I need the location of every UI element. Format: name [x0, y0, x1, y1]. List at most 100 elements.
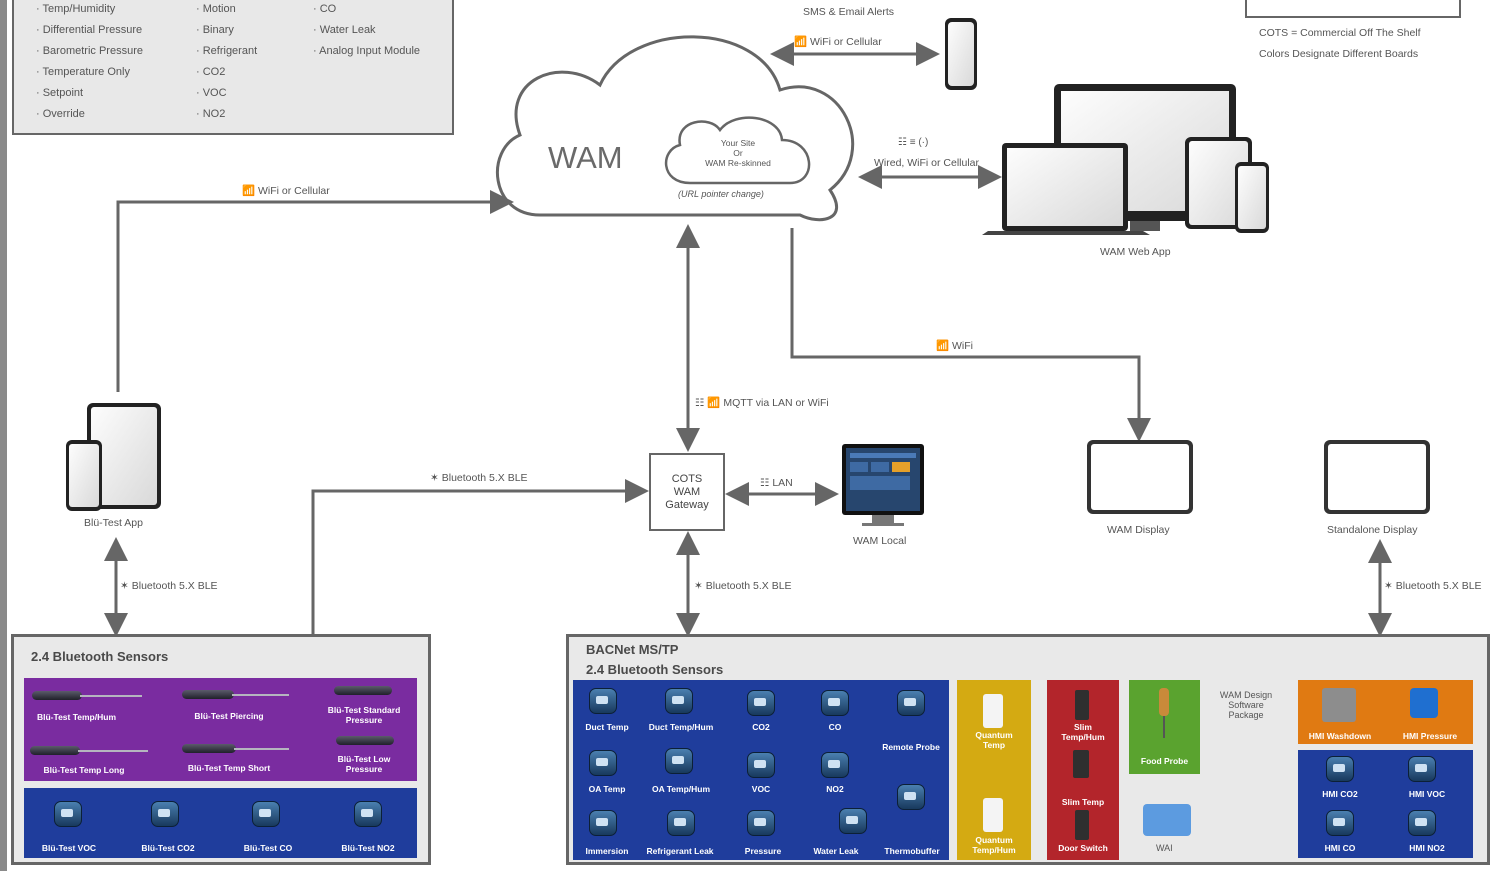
orange-hmi-board: HMI Washdown HMI Pressure — [1298, 680, 1473, 744]
door-switch-icon — [1075, 810, 1089, 840]
sensor-label: Quantum Temp — [975, 730, 1013, 750]
standalone-display-icon — [1324, 440, 1430, 514]
wifi-display-label: 📶 WiFi — [936, 340, 973, 352]
legend-item: · CO2 — [196, 66, 226, 78]
legend-item: · Refrigerant — [196, 45, 258, 57]
bacnet-title: BACNet MS/TP — [586, 642, 679, 657]
sensor-label: Thermobuffer — [884, 846, 940, 856]
hmi-pressure-icon — [1410, 688, 1438, 718]
blue-sensor-board: Blü-Test VOC Blü-Test CO2 Blü-Test CO Bl… — [24, 788, 417, 858]
sensor-label: HMI Washdown — [1308, 731, 1372, 741]
probe-icon — [334, 686, 392, 695]
wam-display-label: WAM Display — [1107, 524, 1170, 536]
sensor-icon — [589, 750, 617, 776]
mqtt-label: ☷ 📶 MQTT via LAN or WiFi — [695, 397, 829, 409]
sensor-icon — [1326, 756, 1354, 782]
sensor-icon — [667, 810, 695, 836]
wired-wifi-cellular-label: Wired, WiFi or Cellular — [874, 157, 980, 169]
sensor-icon — [897, 690, 925, 716]
wam-cloud-shape — [496, 35, 855, 222]
sensor-label: Blü-Test Standard Pressure — [327, 705, 401, 725]
sensor-icon — [1408, 756, 1436, 782]
sensor-icon — [747, 690, 775, 716]
sensor-label: Blü-Test Piercing — [194, 711, 264, 721]
sensor-label: CO — [828, 722, 842, 732]
sensor-label: HMI VOC — [1408, 789, 1446, 799]
blu-test-app-label: Blü-Test App — [84, 517, 143, 529]
tablet-phone-icon — [66, 403, 161, 511]
legend-item: · CO — [313, 3, 337, 15]
sensor-icon — [354, 801, 382, 827]
legend-item: · Binary — [196, 24, 234, 36]
wai-label: WAI — [1156, 843, 1173, 853]
legend-item: · Override — [36, 108, 85, 120]
sensor-icon — [1408, 810, 1436, 836]
left-edge-bar — [0, 0, 7, 871]
colors-note: Colors Designate Different Boards — [1259, 48, 1419, 60]
probe-icon — [30, 746, 80, 755]
sensor-label: Water Leak — [813, 846, 859, 856]
legend-item: · Temp/Humidity — [36, 3, 116, 15]
sensor-label: Blü-Test Temp Short — [187, 763, 271, 773]
left-panel-title: 2.4 Bluetooth Sensors — [31, 649, 169, 664]
bluetooth-icon: ✶ — [694, 580, 703, 592]
sensor-label: HMI Pressure — [1402, 731, 1458, 741]
right-panel-title: 2.4 Bluetooth Sensors — [586, 662, 724, 677]
blue-hmi-board: HMI CO2 HMI VOC HMI CO HMI NO2 — [1298, 750, 1473, 858]
legend-item: · Temperature Only — [36, 66, 130, 78]
sensor-label: CO2 — [752, 722, 770, 732]
cots-gateway-box: COTS WAM Gateway — [649, 453, 725, 531]
sensor-icon — [54, 801, 82, 827]
hmi-washdown-icon — [1322, 688, 1356, 722]
url-pointer-label: (URL pointer change) — [678, 189, 764, 199]
probe-icon — [182, 744, 236, 753]
wam-web-app-label: WAM Web App — [1100, 246, 1171, 258]
ble-right-label: ✶ Bluetooth 5.X BLE — [1384, 580, 1482, 592]
sensor-label: Quantum Temp/Hum — [972, 835, 1016, 855]
sensor-label: Pressure — [744, 846, 782, 856]
sensor-label: HMI CO — [1324, 843, 1356, 853]
sensor-label: Slim Temp/Hum — [1061, 722, 1105, 742]
wam-cloud-title: WAM — [548, 140, 623, 175]
sensor-icon — [839, 808, 867, 834]
wai-module-icon — [1143, 804, 1191, 836]
wifi-cellular-phone-label: 📶 WiFi or Cellular — [794, 36, 882, 48]
sensor-icon — [589, 688, 617, 714]
wam-local-label: WAM Local — [853, 535, 907, 547]
slim-sensor-icon — [1073, 750, 1089, 778]
quantum-sensor-icon — [983, 798, 1003, 832]
notes-box — [1245, 0, 1461, 18]
wam-display-icon — [1087, 440, 1193, 514]
sensor-icon — [252, 801, 280, 827]
ble-gateway-label: ✶ Bluetooth 5.X BLE — [430, 472, 528, 484]
wifi-icon: 📶 — [936, 340, 950, 352]
legend-item: · Differential Pressure — [36, 24, 143, 36]
sensor-label: Blü-Test VOC — [41, 843, 97, 853]
sensor-icon — [1326, 810, 1354, 836]
lan-label: ☷ LAN — [760, 477, 793, 489]
sensor-label: HMI CO2 — [1322, 789, 1358, 799]
sensor-icon — [747, 810, 775, 836]
ble-mid-label: ✶ Bluetooth 5.X BLE — [694, 580, 792, 592]
sensor-label: Blü-Test Low Pressure — [337, 754, 391, 774]
wifi-icon: 📶 — [794, 36, 808, 48]
sensor-label: OA Temp/Hum — [651, 784, 711, 794]
sensor-label: Blü-Test NO2 — [341, 843, 395, 853]
sensor-label: OA Temp — [588, 784, 626, 794]
network-icon: ☷ 📶 — [695, 397, 721, 409]
probe-icon — [336, 736, 394, 745]
sensor-label: Refrigerant Leak — [646, 846, 714, 856]
sensor-icon — [897, 784, 925, 810]
sensor-label: Duct Temp — [585, 722, 629, 732]
sensor-icon — [747, 752, 775, 778]
wifi-icon: 📶 — [242, 185, 256, 197]
slim-sensor-icon — [1075, 690, 1089, 720]
probe-icon — [32, 691, 82, 700]
legend-item: · Water Leak — [313, 24, 376, 36]
legend-item: · VOC — [196, 87, 227, 99]
sensor-label: Slim Temp — [1061, 797, 1105, 807]
bluetooth-icon: ✶ — [120, 580, 129, 592]
legend-item: · Analog Input Module — [313, 45, 421, 57]
monitor-icon — [842, 444, 924, 526]
